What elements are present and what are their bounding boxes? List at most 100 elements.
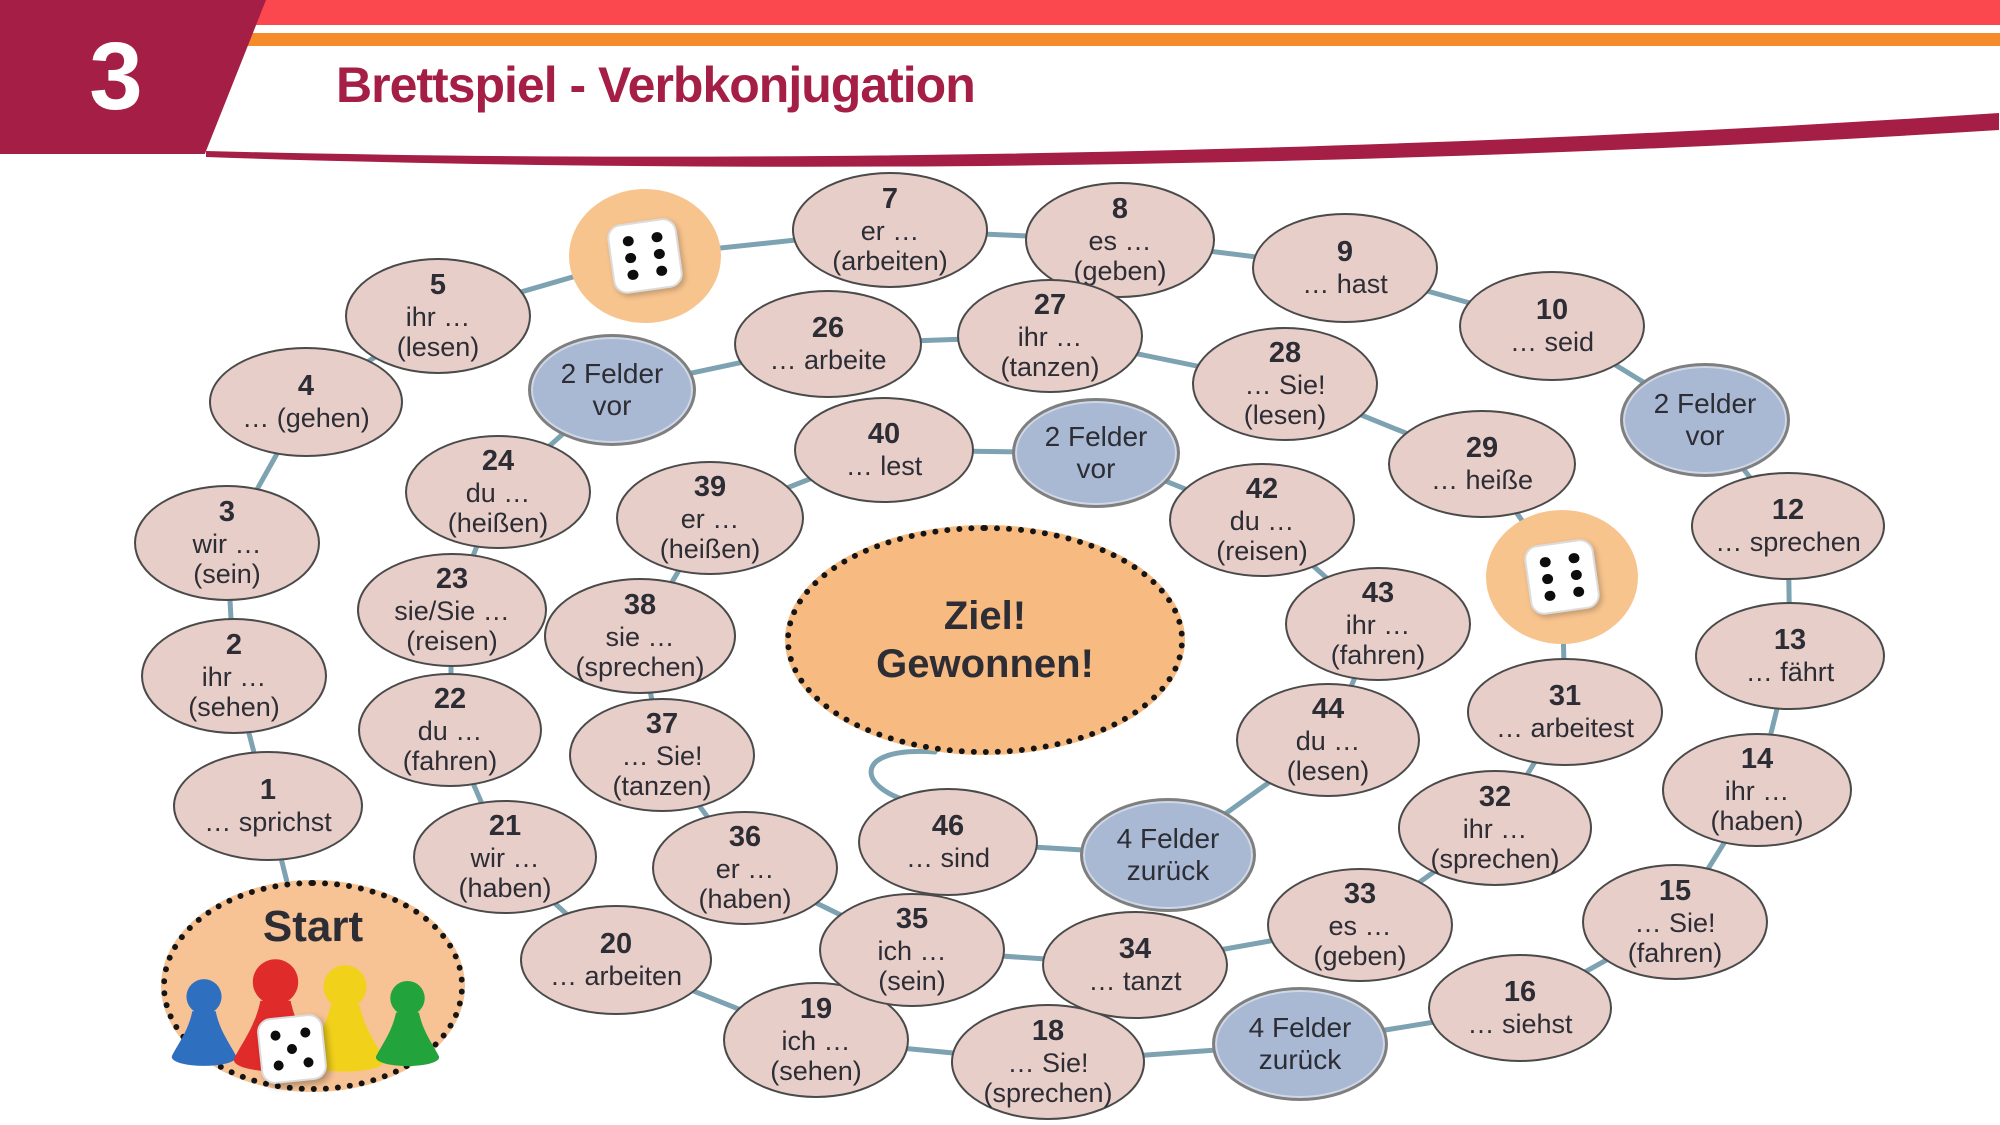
- field-text: … Sie!: [1007, 1047, 1089, 1078]
- field-number: 13: [1773, 624, 1807, 657]
- field-text: ihr …: [1462, 813, 1528, 844]
- dice-pip: [1544, 590, 1556, 602]
- board-field-29: 29… heiße: [1388, 410, 1576, 518]
- field-text: (haben): [458, 873, 552, 904]
- field-number: 2: [225, 629, 243, 662]
- dice-pip: [302, 1056, 314, 1068]
- field-number: 44: [1311, 693, 1345, 726]
- field-text: wir …: [470, 842, 540, 873]
- field-text: (geben): [1313, 941, 1407, 972]
- field-text: (tanzen): [612, 771, 712, 802]
- field-text: … sprechen: [1715, 527, 1861, 558]
- field-number: 43: [1361, 577, 1395, 610]
- field-text: (haben): [1710, 806, 1804, 837]
- board-field-40: 40… lest: [794, 397, 974, 503]
- field-text: (sprechen): [983, 1078, 1113, 1109]
- dice-pip: [651, 231, 663, 243]
- field-number: 7: [881, 183, 899, 216]
- start-label: Start: [262, 902, 364, 951]
- field-text: du …: [465, 477, 531, 508]
- dice-icon: [605, 216, 685, 296]
- board-field-37: 37… Sie!(tanzen): [569, 698, 755, 812]
- field-text: … lest: [845, 451, 923, 482]
- field-text: (sprechen): [1430, 844, 1560, 875]
- board-field-4: 4… (gehen): [209, 347, 403, 457]
- dice-pip: [653, 248, 666, 260]
- field-text: ich …: [781, 1025, 851, 1056]
- field-number: 10: [1535, 294, 1569, 327]
- field-text: … fährt: [1745, 657, 1835, 688]
- board-field-16: 16… siehst: [1428, 954, 1612, 1062]
- board-field-26: 26… arbeite: [734, 290, 922, 398]
- board-field-1: 1… sprichst: [173, 751, 363, 861]
- dice-field: [1486, 510, 1638, 644]
- field-text: 2 Felder: [1653, 388, 1757, 420]
- field-text: … arbeite: [769, 345, 887, 376]
- dice-icon: [255, 1012, 329, 1085]
- field-text: … seid: [1509, 327, 1595, 358]
- field-text: vor: [1685, 420, 1725, 451]
- dice-pip: [286, 1043, 298, 1055]
- board-field-10: 10… seid: [1459, 271, 1645, 381]
- field-text: ihr …: [1724, 775, 1790, 806]
- board-field-31: 31… arbeitest: [1467, 658, 1663, 766]
- field-text: … Sie!: [1634, 907, 1716, 938]
- field-text: zurück: [1126, 855, 1210, 886]
- dice-pip: [627, 269, 639, 281]
- field-text: ihr …: [1345, 609, 1411, 640]
- goal-text-line1: Ziel!: [943, 594, 1027, 638]
- field-number: 14: [1740, 743, 1774, 776]
- field-text: ihr …: [201, 661, 267, 692]
- field-number: 42: [1245, 473, 1279, 506]
- field-text: 2 Felder: [1044, 421, 1148, 453]
- field-number: 31: [1548, 680, 1582, 713]
- field-number: 9: [1336, 236, 1354, 269]
- field-text: (sehen): [188, 692, 280, 723]
- board-field-12: 12… sprechen: [1691, 472, 1885, 580]
- field-number: 26: [811, 312, 845, 345]
- goal-connector: [868, 748, 938, 805]
- dice-pip: [270, 1030, 282, 1041]
- field-text: … sind: [905, 843, 991, 874]
- field-text: 4 Felder: [1248, 1012, 1352, 1044]
- field-number: 28: [1268, 337, 1302, 370]
- field-text: (geben): [1073, 256, 1167, 287]
- dice-pip: [622, 235, 635, 247]
- board-field-20: 20… arbeiten: [520, 905, 712, 1015]
- field-number: 3: [218, 496, 236, 529]
- field-text: … hast: [1302, 269, 1388, 300]
- field-text: wir …: [192, 528, 262, 559]
- field-text: … tanzt: [1088, 966, 1182, 997]
- dice-icon: [1522, 537, 1602, 617]
- dice-pip: [1572, 586, 1585, 598]
- field-text: sie …: [605, 621, 675, 652]
- field-number: 39: [693, 471, 727, 504]
- dice-pip: [655, 265, 668, 277]
- field-text: (arbeiten): [832, 246, 948, 277]
- field-number: 8: [1111, 193, 1129, 226]
- field-text: (fahren): [1627, 938, 1723, 969]
- dice-pip: [1570, 569, 1583, 581]
- field-text: (reisen): [1216, 536, 1308, 567]
- field-text: (heißen): [659, 534, 761, 565]
- field-text: 4 Felder: [1116, 823, 1220, 855]
- field-text: (lesen): [1286, 756, 1370, 787]
- field-number: 20: [599, 928, 633, 961]
- pawn-blue-icon: [171, 978, 237, 1066]
- field-number: 38: [623, 589, 657, 622]
- field-number: 37: [645, 708, 679, 741]
- field-text: er …: [715, 853, 775, 884]
